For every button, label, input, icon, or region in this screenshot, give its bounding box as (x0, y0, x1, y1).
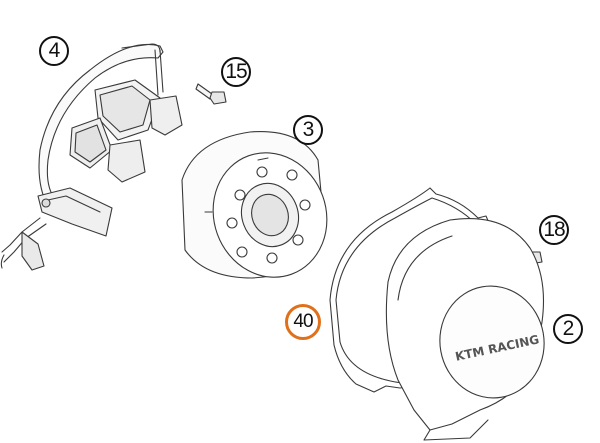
ignition-cover-drawing (385, 218, 545, 441)
rotor-drawing (181, 131, 328, 279)
callout-rotor-flywheel: 3 (293, 115, 323, 145)
callout-screw-stator: 15 (221, 57, 251, 87)
screw-15-drawing (195, 83, 227, 105)
callout-gasket-highlighted[interactable]: 40 (285, 304, 321, 340)
callout-stator-assembly: 4 (39, 36, 69, 66)
callout-screw-cover: 18 (539, 215, 569, 245)
stator-plate-drawing (0, 43, 183, 271)
callout-ignition-cover: 2 (553, 314, 583, 344)
